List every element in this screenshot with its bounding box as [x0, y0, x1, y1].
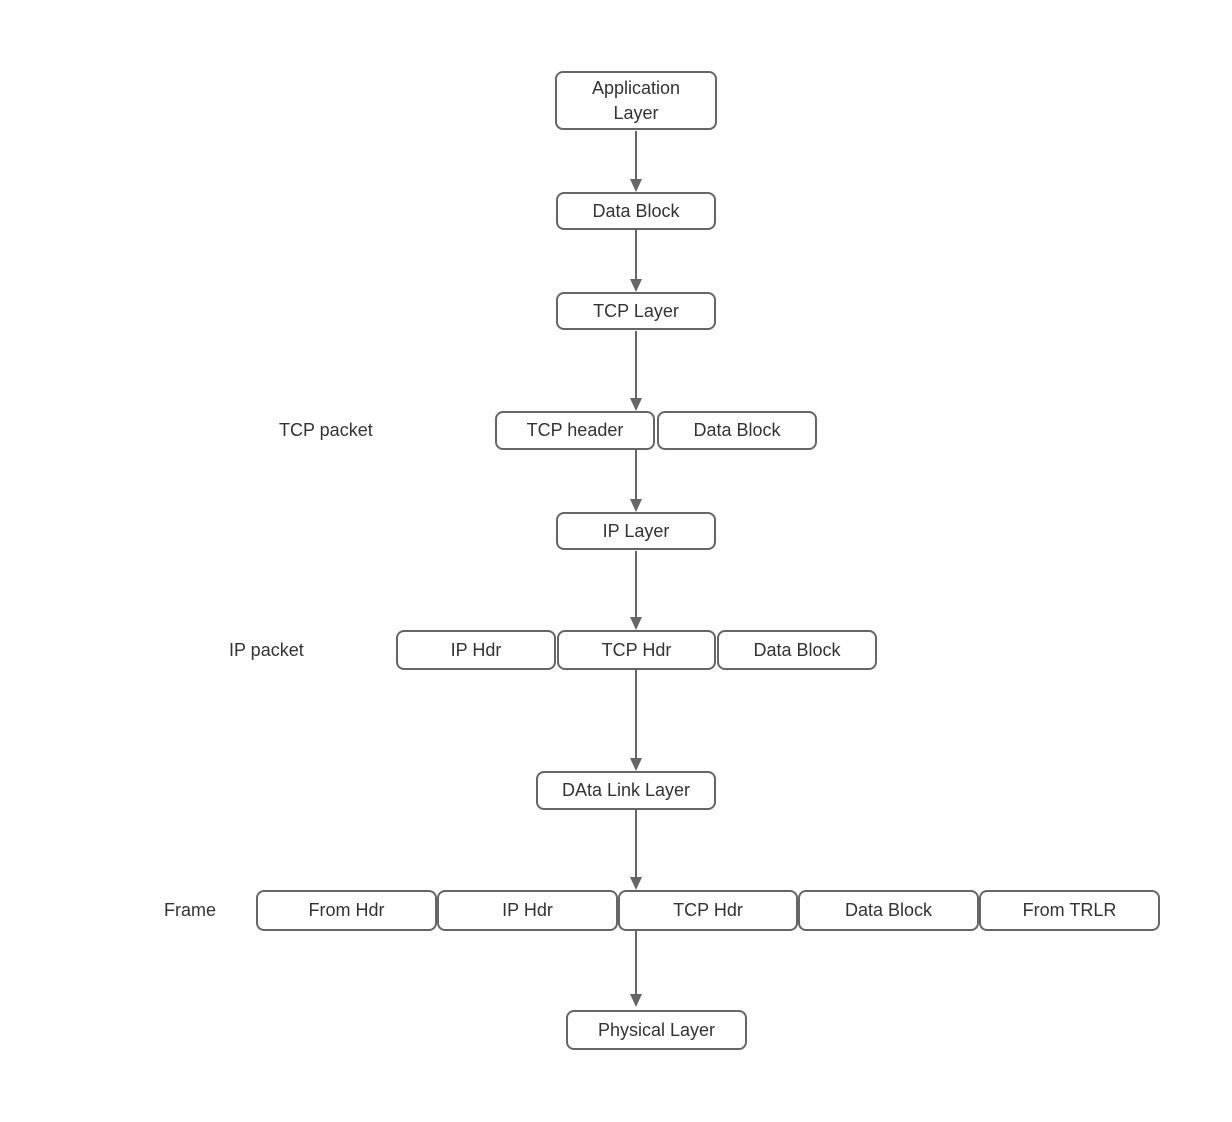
node-tcp-hdr-frame: TCP Hdr	[618, 890, 798, 931]
arrow-tcp-layer-to-tcp-packet-icon	[629, 331, 643, 411]
arrow-ip-layer-to-ip-packet-icon	[629, 551, 643, 630]
arrow-tcp-packet-to-ip-layer-icon	[629, 450, 643, 512]
node-ip-hdr-frame: IP Hdr	[437, 890, 618, 931]
node-from-trlr-frame: From TRLR	[979, 890, 1160, 931]
arrow-frame-to-physical-icon	[629, 931, 643, 1007]
node-tcp-layer: TCP Layer	[556, 292, 716, 330]
label-frame: Frame	[164, 900, 217, 920]
node-data-block-ip-packet: Data Block	[717, 630, 877, 670]
node-ip-layer: IP Layer	[556, 512, 716, 550]
label-ip-packet: IP packet	[229, 640, 304, 660]
node-data-link-layer: DAta Link Layer	[536, 771, 716, 810]
node-application-layer: Application Layer	[555, 71, 717, 130]
arrow-application-to-data-block-icon	[629, 131, 643, 192]
arrow-data-block-to-tcp-layer-icon	[629, 230, 643, 292]
node-ip-hdr: IP Hdr	[396, 630, 556, 670]
node-tcp-header: TCP header	[495, 411, 655, 450]
node-data-block-tcp-packet: Data Block	[657, 411, 817, 450]
label-tcp-packet: TCP packet	[279, 420, 373, 440]
node-physical-layer: Physical Layer	[566, 1010, 747, 1050]
node-from-hdr-frame: From Hdr	[256, 890, 437, 931]
node-data-block-frame: Data Block	[798, 890, 979, 931]
arrow-ip-packet-to-data-link-icon	[629, 670, 643, 771]
node-tcp-hdr-ip-packet: TCP Hdr	[557, 630, 716, 670]
node-data-block-application: Data Block	[556, 192, 716, 230]
arrow-data-link-to-frame-icon	[629, 810, 643, 890]
